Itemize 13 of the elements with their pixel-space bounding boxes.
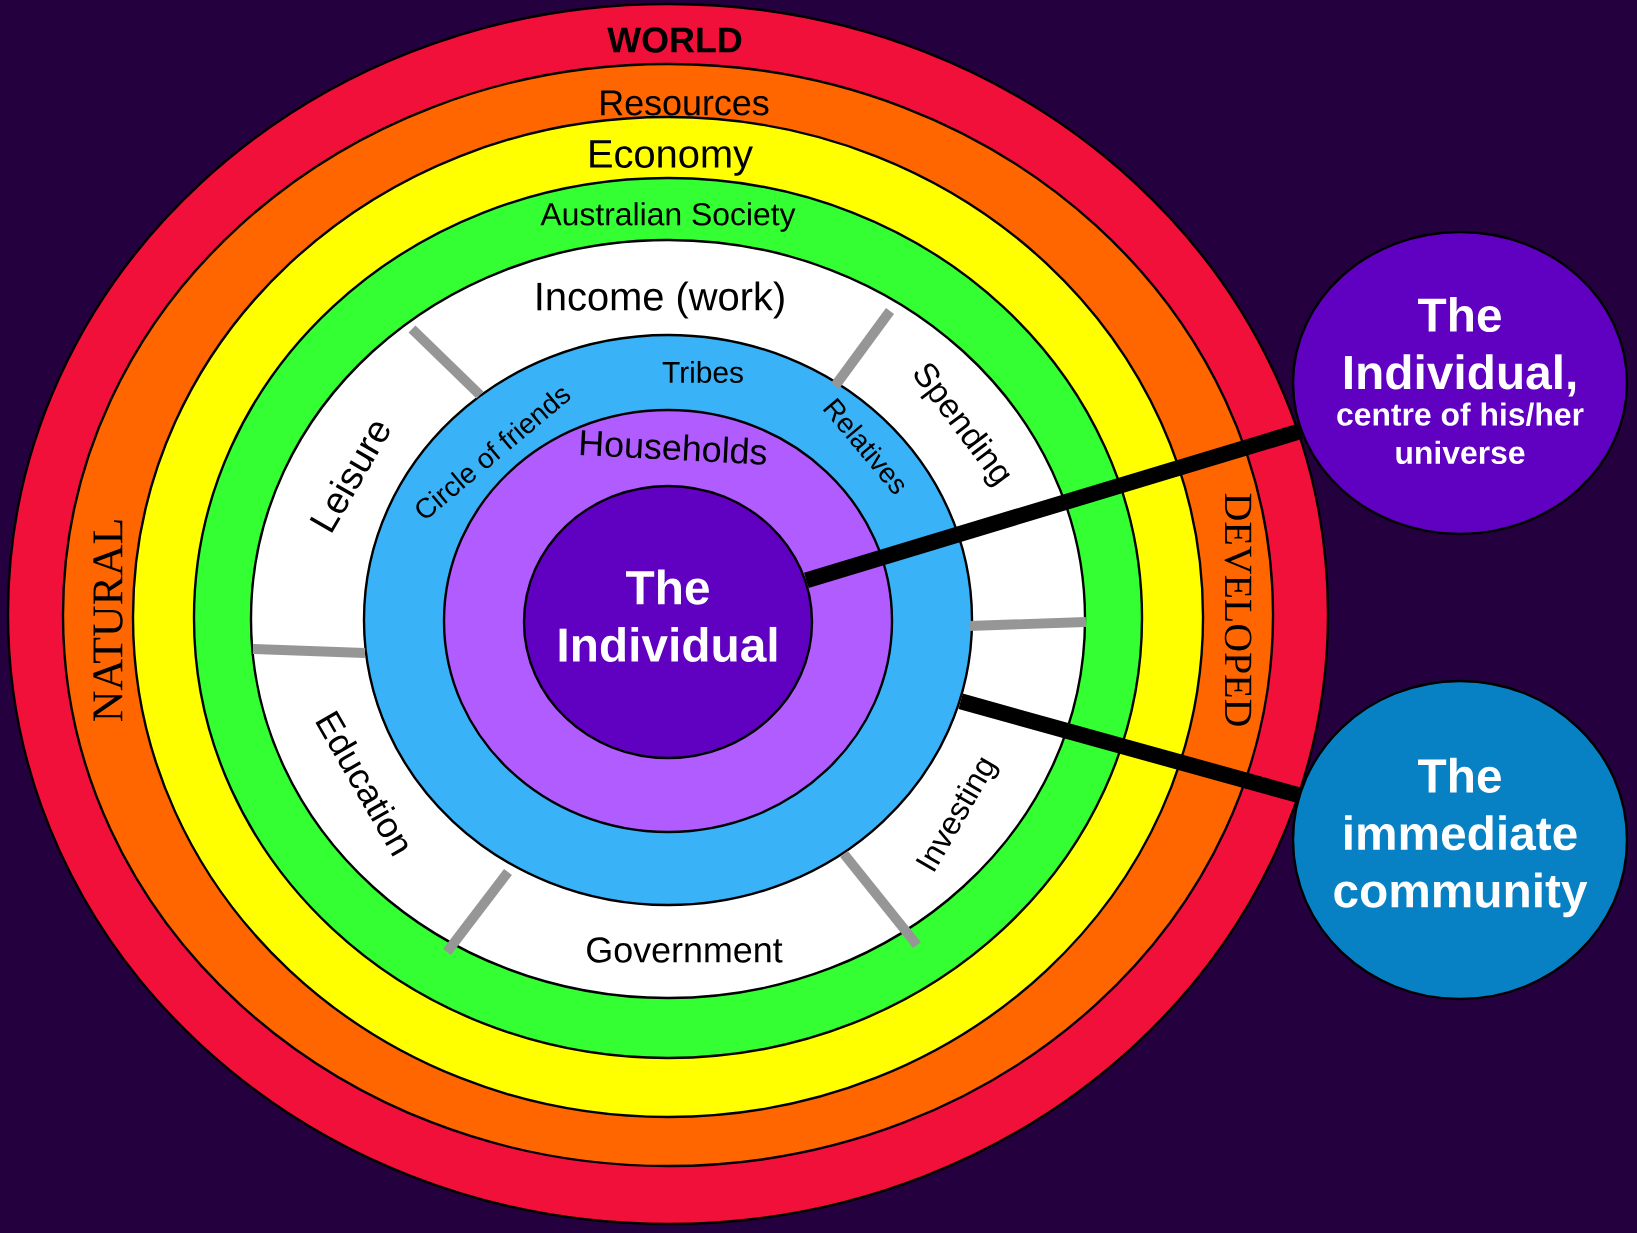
ring-label: Economy <box>590 140 753 176</box>
ring-label: Households <box>580 430 766 465</box>
ring-label: Government <box>587 937 783 963</box>
ring-label: Australian Society <box>540 202 796 232</box>
centre-disc: The Individual <box>522 484 814 760</box>
connector-line <box>804 423 1303 588</box>
ring-label: NATURAL <box>93 520 123 722</box>
ring-label: Income (work) <box>537 281 784 319</box>
ring-label: WORLD <box>607 27 742 53</box>
ring-label: Tribes <box>662 361 743 383</box>
connector-line <box>958 693 1301 803</box>
ring-label: Resources <box>601 90 769 116</box>
ring-label: DEVELOPED <box>1224 493 1252 726</box>
